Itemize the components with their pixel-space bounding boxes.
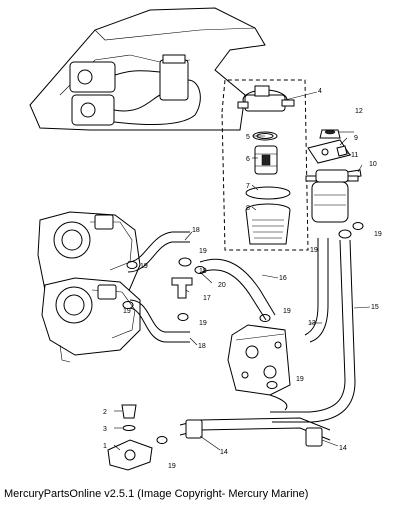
- fuel-connector-parts: [107, 404, 153, 471]
- callout-19-j: 19: [168, 463, 176, 470]
- callout-14-right: 14: [339, 445, 347, 452]
- callout-8: 8: [246, 205, 250, 212]
- callout-numbers: 1 2 3 4 5 6 7 8 9 10 11 12 13 14 14 15 1…: [103, 88, 382, 470]
- callout-11: 11: [351, 152, 358, 159]
- callout-19-c: 19: [140, 263, 148, 270]
- fuel-pump: [227, 324, 291, 396]
- callout-5: 5: [246, 134, 250, 141]
- callout-18-upper: 18: [192, 227, 200, 234]
- image-copyright-caption: MercuryPartsOnline v2.5.1 (Image Copyrig…: [4, 488, 309, 500]
- callout-4: 4: [318, 88, 322, 95]
- callout-1: 1: [103, 443, 107, 450]
- callout-19-a: 19: [199, 248, 207, 255]
- engine-overview-inset: [29, 7, 266, 131]
- callout-3: 3: [103, 426, 107, 433]
- callout-13: 13: [308, 320, 316, 327]
- callout-19-i: 19: [374, 231, 382, 238]
- callout-17: 17: [203, 295, 211, 302]
- carburetor-stack: [37, 211, 141, 363]
- fuel-hoses: [127, 231, 356, 447]
- callout-14-left: 14: [220, 449, 228, 456]
- callout-16: 16: [279, 275, 287, 282]
- callout-20: 20: [218, 282, 226, 289]
- callout-15: 15: [371, 304, 379, 311]
- callout-6: 6: [246, 156, 250, 163]
- leader-lines: [113, 91, 371, 451]
- callout-19-d: 19: [123, 308, 131, 315]
- fuel-system-exploded-diagram: 1 2 3 4 5 6 7 8 9 10 11 12 13 14 14 15 1…: [29, 7, 382, 471]
- callout-18-lower: 18: [198, 343, 206, 350]
- fuel-filter-assembly: [221, 79, 309, 251]
- callout-10: 10: [369, 161, 377, 168]
- callout-19-e: 19: [199, 320, 207, 327]
- callout-19-h: 19: [310, 247, 318, 254]
- callout-7: 7: [246, 183, 250, 190]
- callout-19-g: 19: [296, 376, 304, 383]
- callout-2: 2: [103, 409, 107, 416]
- callout-12: 12: [355, 108, 363, 115]
- callout-9: 9: [354, 135, 358, 142]
- callout-19-f: 19: [283, 308, 291, 315]
- filter-bracket-and-housing: [305, 129, 362, 223]
- callout-19-b: 19: [199, 268, 207, 275]
- hose-clamps: [122, 222, 364, 444]
